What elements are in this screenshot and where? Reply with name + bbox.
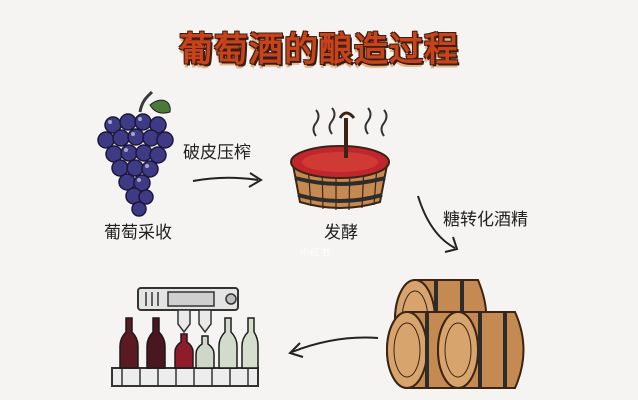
arrow-label-convert: 糖转化酒精 xyxy=(443,210,528,230)
arrow-convert-icon xyxy=(417,195,459,253)
step-label-harvest: 葡萄采收 xyxy=(104,223,172,243)
arrow-label-crush: 破皮压榨 xyxy=(183,143,251,163)
page-title: 葡萄酒的酿造过程 xyxy=(179,30,459,70)
arrow-crush-icon xyxy=(192,172,263,188)
arrow-bottle-icon xyxy=(288,336,379,358)
bottling-machine-icon xyxy=(111,287,259,387)
step-label-ferment: 发酵 xyxy=(324,223,358,243)
oak-barrels-icon xyxy=(386,279,525,389)
watermark: 小红书 xyxy=(300,248,330,259)
grape-bunch-icon xyxy=(97,90,174,217)
fermentation-vat-icon xyxy=(290,107,390,211)
